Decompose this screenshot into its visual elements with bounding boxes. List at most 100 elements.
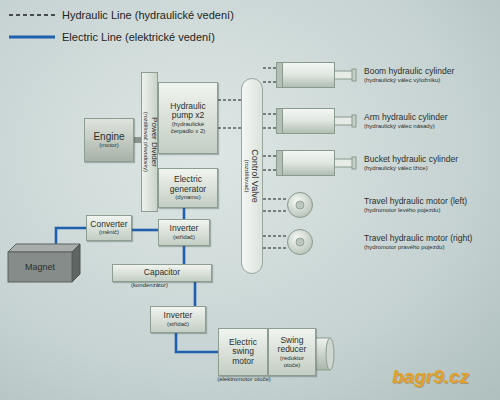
subtitle-text: (hydromotor levého pojezdu): [364, 206, 498, 213]
text-holder: Hydraulic pump x2(hydraulické čerpadlo x…: [159, 101, 217, 135]
inverter-box: Inverter(střídač): [158, 219, 210, 246]
hydraulic-cylinder-outline: [276, 150, 356, 176]
rod-eye: [352, 157, 356, 169]
hydraulic-line: [263, 81, 276, 82]
electric-line: [183, 208, 186, 219]
subtitle-text: (hydraulické čerpadlo x 2): [161, 121, 215, 134]
node-label: Inverter: [153, 311, 203, 321]
electric-line: [132, 229, 158, 232]
hydraulic-line: [218, 99, 241, 100]
node-label: Swing reducer: [271, 336, 313, 355]
reducer-flange: [326, 338, 334, 370]
hydraulic-cylinder-outline: [276, 62, 356, 88]
magnet-block: Magnet: [8, 244, 80, 282]
hydraulic-line: [263, 113, 276, 114]
legend-line-sample: [8, 10, 56, 20]
drive-shaft: [134, 137, 141, 143]
legend-entry: Hydraulic Line (hydraulické vedení): [8, 4, 234, 26]
legend-entry: Electric Line (elektrické vedení): [8, 26, 234, 48]
converter-box: Converter(měnič): [86, 215, 132, 241]
motor-hub: [296, 201, 304, 209]
subtitle-text: (střídač): [153, 321, 203, 328]
subtitle-text: (rozdělovač převodovky): [142, 75, 148, 209]
hydraulic-line: [263, 235, 287, 236]
electric-line: [194, 282, 197, 306]
cylinder-cap: [277, 151, 283, 176]
electric-line: [56, 228, 86, 244]
text-holder: Electric generator(dynamo): [159, 174, 217, 202]
cylinder-rod: [335, 117, 353, 125]
node-label: Capacitor: [115, 268, 209, 278]
text-holder: Travel hydraulic motor (left)(hydromotor…: [364, 197, 498, 213]
hydraulic-line: [263, 169, 276, 170]
node-label: Converter: [89, 220, 129, 230]
cylinder-rod: [335, 71, 353, 79]
rod-eye: [352, 115, 356, 127]
subtitle-text: (měnič): [89, 229, 129, 236]
hydraulic-motor-outline: [287, 192, 313, 218]
text-holder: Engine(motor): [85, 130, 133, 150]
hydraulic-cylinder: Boom hydraulic cylinder(hydraulický vále…: [276, 62, 356, 88]
magnet-front: [8, 252, 72, 282]
hydraulic-line: [263, 198, 287, 199]
inverter-box: Inverter(střídač): [150, 306, 206, 333]
text-holder: Inverter(střídač): [159, 223, 209, 241]
capacitor-box: Capacitor(kondenzátor): [112, 264, 212, 282]
node-label: Bucket hydraulic cylinder: [364, 155, 498, 165]
subtitle-text: (elektromotor otoče): [213, 376, 275, 383]
hydraulic-line: [263, 155, 276, 156]
magnet-top: [8, 244, 80, 252]
subtitle-text: (hydraulický válec výložníku): [364, 76, 498, 83]
hydraulic-line: [263, 247, 287, 248]
text-holder: Power Divider(rozdělovač převodovky): [142, 75, 157, 209]
legend-stroke: [9, 36, 55, 39]
text-holder: Arm hydraulic cylinder(hydraulický válec…: [364, 113, 498, 129]
electric-line: [176, 333, 218, 352]
text-holder: Electric swing motor: [219, 337, 267, 368]
hydraulic-motor: Travel hydraulic motor (left)(hydromotor…: [287, 192, 313, 218]
generator-box: Electric generator(dynamo): [158, 168, 218, 208]
subtitle-text: (střídač): [161, 234, 207, 241]
legend-text: Electric Line (elektrické vedení): [62, 31, 215, 43]
node-label: Control Valve: [250, 81, 260, 271]
text-holder: Control Valve(rozdělovač): [244, 81, 261, 271]
text-holder: Travel hydraulic motor (right)(hydromoto…: [364, 234, 498, 250]
text-holder: Inverter(střídač): [151, 310, 205, 328]
node-label: Travel hydraulic motor (left): [364, 197, 498, 207]
watermark: bagr9.cz: [392, 366, 469, 388]
hydraulic-line: [263, 210, 287, 211]
text-holder: Bucket hydraulic cylinder(hydraulický vá…: [364, 155, 498, 171]
electric-line: [183, 246, 186, 264]
subtitle-text: (motor): [87, 142, 131, 149]
cylinder-body: [277, 151, 335, 176]
legend-text: Hydraulic Line (hydraulické vedení): [62, 9, 234, 21]
subtitle-text: (hydraulický válec násady): [364, 122, 498, 129]
text-holder: Swing reducer(reduktor otoče): [269, 335, 315, 369]
node-label: Inverter: [161, 224, 207, 234]
engine-box: Engine(motor): [84, 118, 134, 162]
node-label: Electric generator: [161, 175, 215, 194]
motor-circle: [288, 230, 313, 255]
cylinder-cap: [277, 109, 283, 134]
magnet-side: [72, 244, 80, 282]
legend-stroke: [9, 14, 55, 16]
text-holder: Converter(měnič): [87, 219, 131, 237]
hydraulic-line: [263, 127, 276, 128]
text-holder: Boom hydraulic cylinder(hydraulický vále…: [364, 67, 498, 83]
subtitle-text: (kondenzátor): [131, 282, 168, 289]
cylinder-cap: [277, 63, 283, 88]
cylinder-rod: [335, 159, 353, 167]
node-label: Power Divider: [148, 75, 157, 209]
subtitle-text: (dynamo): [161, 194, 215, 201]
node-label: Magnet: [25, 262, 55, 272]
hydraulic-motor: Travel hydraulic motor (right)(hydromoto…: [287, 229, 313, 255]
node-label: Boom hydraulic cylinder: [364, 67, 498, 77]
hydraulic-cylinder: Arm hydraulic cylinder(hydraulický válec…: [276, 108, 356, 134]
hydraulic-cylinder-outline: [276, 108, 356, 134]
node-label: Travel hydraulic motor (right): [364, 234, 498, 244]
text-holder: Magnet: [8, 252, 72, 282]
node-label: Engine: [87, 131, 131, 142]
subtitle-text: (hydromotor pravého pojezdu): [364, 243, 498, 250]
hydraulic-line: [218, 127, 241, 128]
text-holder: Capacitor: [113, 267, 211, 279]
